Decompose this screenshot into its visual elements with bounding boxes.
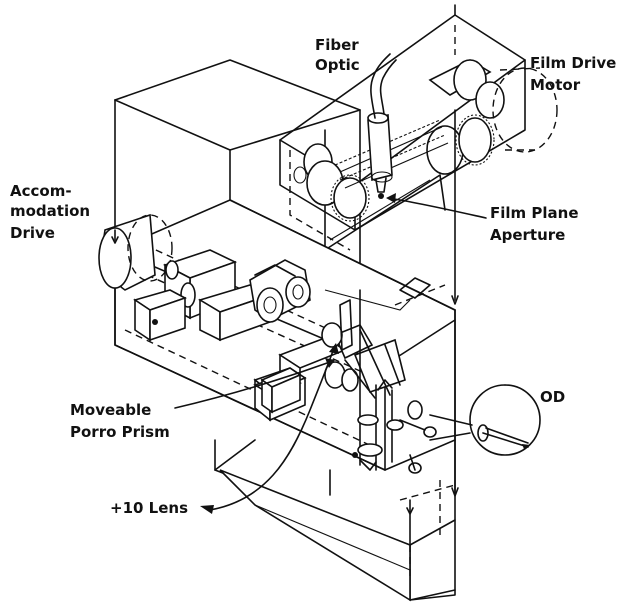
svg-text:Film Plane: Film Plane xyxy=(490,204,579,222)
svg-text:Porro Prism: Porro Prism xyxy=(70,423,170,441)
moveable-porro-prism xyxy=(249,259,311,323)
svg-text:Fiber: Fiber xyxy=(315,36,359,54)
svg-text:Optic: Optic xyxy=(315,56,360,74)
fiber-optic-cable xyxy=(370,53,391,119)
svg-text:Accom-: Accom- xyxy=(10,182,72,200)
label-od: OD xyxy=(540,388,565,406)
od-eye-viewport xyxy=(469,384,541,456)
label-accommodation-drive: Accom- modation Drive xyxy=(10,182,90,242)
label-film-plane-aperture: Film Plane Aperture xyxy=(490,204,579,244)
svg-text:Moveable: Moveable xyxy=(70,401,151,419)
lower-prism-housing xyxy=(214,439,456,602)
vertical-lens-tubes xyxy=(339,299,437,474)
vertical-rods xyxy=(329,109,459,546)
svg-text:Aperture: Aperture xyxy=(490,226,565,244)
svg-text:modation: modation xyxy=(10,202,90,220)
film-drive-mechanism xyxy=(293,59,558,222)
label-fiber-optic: Fiber Optic xyxy=(315,36,360,74)
accommodation-drive xyxy=(98,213,173,291)
label-moveable-porro-prism: Moveable Porro Prism xyxy=(70,401,170,441)
label-plus10-lens: +10 Lens xyxy=(110,499,188,517)
label-film-drive-motor: Film Drive Motor xyxy=(530,54,616,94)
od-connector xyxy=(429,414,473,426)
svg-text:Film Drive: Film Drive xyxy=(530,54,616,72)
svg-text:Drive: Drive xyxy=(10,224,55,242)
svg-text:Motor: Motor xyxy=(530,76,581,94)
leader-lines xyxy=(174,193,487,514)
